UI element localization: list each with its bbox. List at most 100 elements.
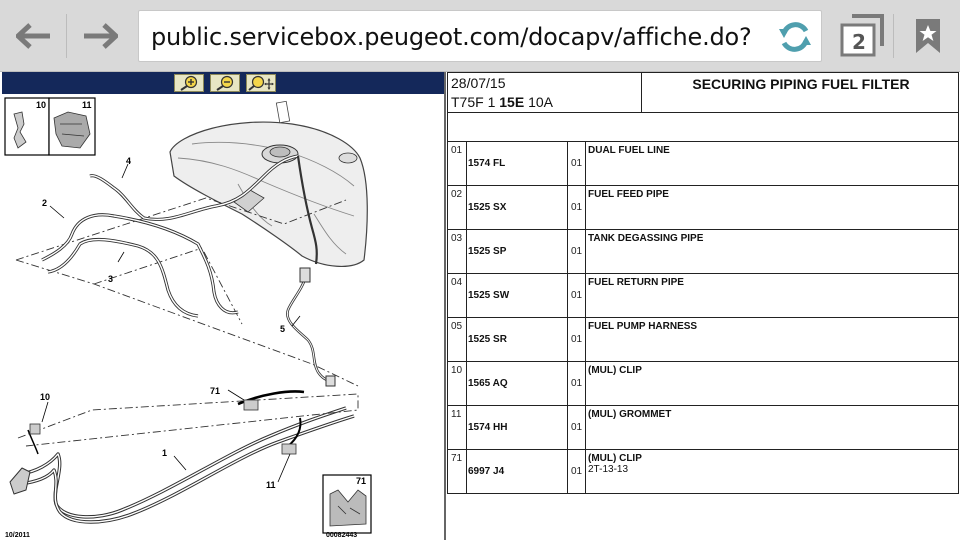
part-description: DUAL FUEL LINE <box>588 145 670 156</box>
header-date: 28/07/15 <box>451 75 506 91</box>
lower-assembly-outline <box>17 393 359 447</box>
table-row[interactable]: 03 1525 SP 01 TANK DEGASSING PIPE <box>447 230 959 274</box>
callout-label: 5 <box>280 324 285 334</box>
table-row[interactable]: 01 1574 FL 01 DUAL FUEL LINE <box>447 142 959 186</box>
tab-count: 2 <box>852 30 866 54</box>
callout-label: 10 <box>36 100 46 110</box>
zoom-fit-icon <box>248 75 274 91</box>
table-row[interactable]: 11 1574 HH 01 (MUL) GROMMET <box>447 406 959 450</box>
part-description: (MUL) CLIP <box>588 453 642 464</box>
vehicle-code-suffix: 10A <box>528 94 553 110</box>
part-description-cell: FUEL RETURN PIPE <box>586 274 958 317</box>
part-number[interactable]: 1525 SP <box>467 230 568 273</box>
back-arrow-icon <box>16 23 50 49</box>
page-title: SECURING PIPING FUEL FILTER <box>692 76 910 92</box>
callout-label: 2 <box>42 198 47 208</box>
part-description: (MUL) CLIP <box>588 365 642 376</box>
toolbar-divider <box>66 14 67 58</box>
part-qty: 01 <box>568 318 586 361</box>
bookmark-star-icon <box>916 19 940 53</box>
zoom-out-icon <box>216 75 234 91</box>
table-row[interactable]: 10 1565 AQ 01 (MUL) CLIP <box>447 362 959 406</box>
part-ref: 02 <box>448 186 467 229</box>
callout-label: 10 <box>40 392 50 402</box>
callout-numbers: 4 2 3 5 71 10 1 11 <box>40 156 285 490</box>
part-number[interactable]: 1565 AQ <box>467 362 568 405</box>
toolbar-divider <box>893 14 894 58</box>
fuel-pipes <box>41 154 318 318</box>
part-qty: 01 <box>568 230 586 273</box>
table-row[interactable]: 04 1525 SW 01 FUEL RETURN PIPE <box>447 274 959 318</box>
zoom-out-button[interactable] <box>210 74 240 92</box>
part-ref: 03 <box>448 230 467 273</box>
parts-header: 28/07/15 T75F 1 15E 10A SECURING PIPING … <box>447 72 959 113</box>
part-qty: 01 <box>568 186 586 229</box>
part-number[interactable]: 1574 HH <box>467 406 568 449</box>
vehicle-code-engine: 15E <box>499 94 525 110</box>
parts-panel: 28/07/15 T75F 1 15E 10A SECURING PIPING … <box>447 72 960 540</box>
callout-label: 11 <box>266 480 276 490</box>
drawing-panel: 10 11 <box>0 72 446 540</box>
drawing-number: 00082443 <box>326 532 357 539</box>
part-description-cell: FUEL PUMP HARNESS <box>586 318 958 361</box>
part-description: TANK DEGASSING PIPE <box>588 233 704 244</box>
part-ref: 71 <box>448 450 467 493</box>
fuel-tank <box>169 100 368 267</box>
part-number[interactable]: 6997 J4 <box>467 450 568 493</box>
pump-harness <box>286 267 336 387</box>
exploded-parts-diagram: 10 11 <box>4 97 372 539</box>
reload-icon <box>779 22 811 52</box>
part-note: 2T-13-13 <box>588 464 629 475</box>
reload-button[interactable] <box>775 17 815 57</box>
part-number[interactable]: 1574 FL <box>467 142 568 185</box>
dual-fuel-line <box>9 406 355 524</box>
zoom-in-icon <box>180 75 198 91</box>
zoom-fit-button[interactable] <box>246 74 276 92</box>
part-description: (MUL) GROMMET <box>588 409 672 420</box>
forward-arrow-icon <box>84 23 118 49</box>
tabs-button[interactable]: 2 <box>838 12 886 60</box>
callout-label: 3 <box>108 274 113 284</box>
callout-label: 1 <box>162 448 167 458</box>
table-row[interactable]: 02 1525 SX 01 FUEL FEED PIPE <box>447 186 959 230</box>
zoom-in-button[interactable] <box>174 74 204 92</box>
browser-toolbar: public.servicebox.peugeot.com/docapv/aff… <box>0 0 960 72</box>
back-button[interactable] <box>12 14 56 58</box>
part-ref: 01 <box>448 142 467 185</box>
forward-button[interactable] <box>78 14 122 58</box>
part-ref: 05 <box>448 318 467 361</box>
part-number[interactable]: 1525 SX <box>467 186 568 229</box>
bookmark-button[interactable] <box>906 14 950 58</box>
clips-and-grommets <box>27 390 305 455</box>
drawing-date-code: 10/2011 <box>5 532 30 539</box>
url-text[interactable]: public.servicebox.peugeot.com/docapv/aff… <box>151 23 752 51</box>
part-ref: 10 <box>448 362 467 405</box>
part-description-cell: FUEL FEED PIPE <box>586 186 958 229</box>
parts-table: 01 1574 FL 01 DUAL FUEL LINE 02 1525 SX … <box>447 142 959 494</box>
vehicle-code-prefix: T75F 1 <box>451 94 496 110</box>
part-number[interactable]: 1525 SR <box>467 318 568 361</box>
part-description: FUEL RETURN PIPE <box>588 277 684 288</box>
vehicle-info: 28/07/15 T75F 1 15E 10A <box>448 73 642 112</box>
address-bar[interactable]: public.servicebox.peugeot.com/docapv/aff… <box>138 10 822 62</box>
part-description: FUEL FEED PIPE <box>588 189 669 200</box>
part-description-cell: DUAL FUEL LINE <box>586 142 958 185</box>
tabs-icon <box>840 14 884 57</box>
leader-lines <box>41 163 301 483</box>
part-qty: 01 <box>568 362 586 405</box>
part-description-cell: TANK DEGASSING PIPE <box>586 230 958 273</box>
part-qty: 01 <box>568 274 586 317</box>
part-description-cell: (MUL) GROMMET <box>586 406 958 449</box>
part-ref: 04 <box>448 274 467 317</box>
part-description-cell: (MUL) CLIP <box>586 362 958 405</box>
callout-label: 4 <box>126 156 131 166</box>
inset-thumbnails: 10 11 <box>4 97 96 156</box>
part-qty: 01 <box>568 142 586 185</box>
callout-label: 71 <box>210 386 220 396</box>
part-number[interactable]: 1525 SW <box>467 274 568 317</box>
zoom-toolbar <box>2 72 444 94</box>
table-row[interactable]: 05 1525 SR 01 FUEL PUMP HARNESS <box>447 318 959 362</box>
part-ref: 11 <box>448 406 467 449</box>
